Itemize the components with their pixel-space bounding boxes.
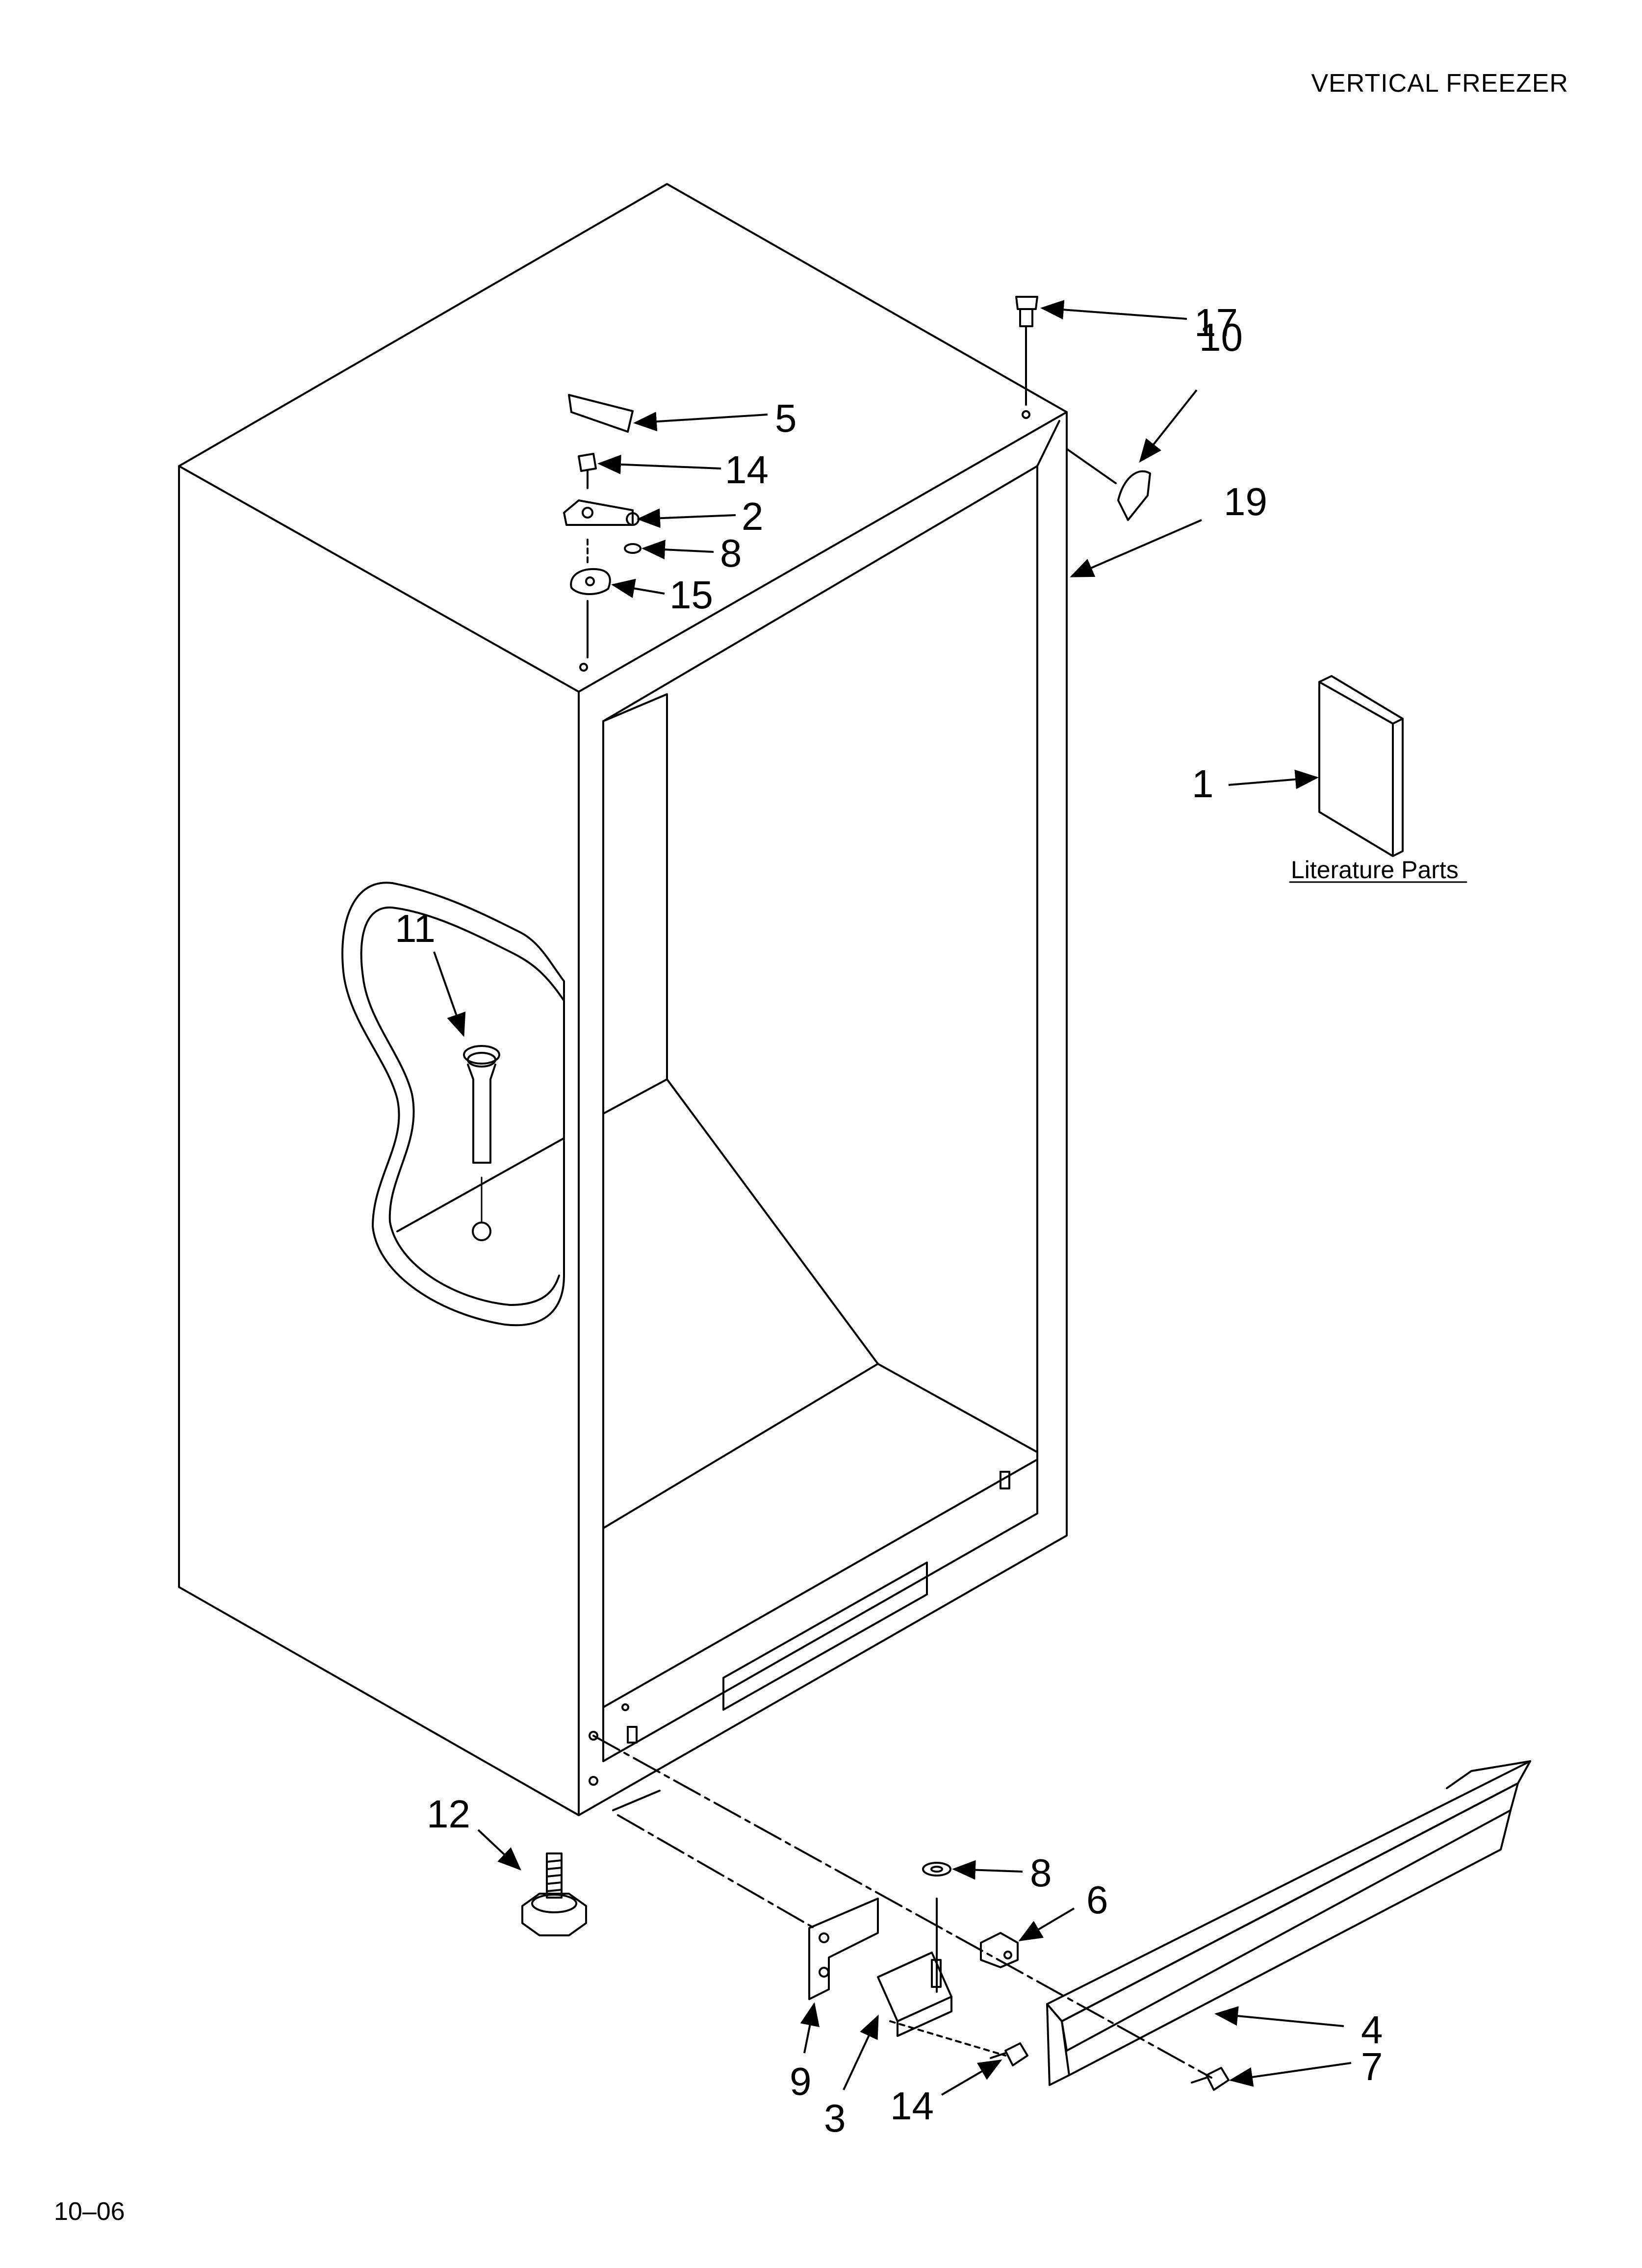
callout-10: 10 <box>1199 315 1243 359</box>
callout-labels: 17 10 5 14 2 8 15 19 1 11 12 8 6 4 7 9 3… <box>395 301 1459 2140</box>
cabinet-top-panel <box>178 183 1068 693</box>
leader-14b <box>941 2059 1002 2096</box>
callout-14: 14 <box>725 448 769 492</box>
diagram-title: VERTICAL FREEZER <box>1311 69 1568 98</box>
leader-19 <box>1070 519 1202 577</box>
hinge-washer <box>624 543 641 554</box>
callout-15: 15 <box>669 573 713 617</box>
leader-9 <box>800 2002 820 2054</box>
callout-9: 9 <box>790 2059 812 2103</box>
leader-15 <box>611 578 665 599</box>
leader-5 <box>633 412 768 432</box>
leader-8b <box>952 1860 1023 1880</box>
door-stop <box>980 1932 1019 1968</box>
toe-grille <box>1046 1760 1531 2022</box>
callout-7: 7 <box>1361 2045 1383 2088</box>
callout-19: 19 <box>1224 480 1267 523</box>
bottom-hinge-screw <box>1004 2042 1028 2066</box>
callout-2: 2 <box>742 495 764 538</box>
callout-4: 4 <box>1361 2008 1383 2052</box>
cabinet-side-panel <box>178 465 580 1816</box>
hinge-shim <box>570 568 611 595</box>
bottom-washer <box>922 1862 951 1877</box>
page-code: 10–06 <box>54 2197 125 2226</box>
callout-8b: 8 <box>1030 1851 1052 1895</box>
leader-3 <box>843 2014 879 2090</box>
callout-12: 12 <box>427 1792 470 1836</box>
leader-4 <box>1214 2006 1344 2027</box>
bottom-hinge-bracket <box>808 1898 879 2000</box>
leader-11 <box>433 951 466 1037</box>
callout-1: 1 <box>1192 762 1214 806</box>
cabinet-liner <box>602 693 668 1115</box>
callout-11: 11 <box>395 907 436 950</box>
callout-6: 6 <box>1086 1878 1108 1922</box>
assembly-line <box>592 1735 1212 2079</box>
callout-14b: 14 <box>890 2084 934 2128</box>
cabinet-front-frame <box>578 411 1068 1816</box>
cabinet-inner-opening <box>602 465 1038 1762</box>
callout-17: 17 <box>1194 301 1238 344</box>
leader-6 <box>1018 1907 1075 1942</box>
literature-parts-label: Literature Parts <box>1291 856 1459 884</box>
leader-14a <box>597 454 721 474</box>
leveling-leg <box>521 1852 587 1936</box>
leader-1 <box>1228 769 1319 789</box>
leader-7 <box>1229 2062 1352 2087</box>
drain-tube <box>463 1045 500 1164</box>
callout-5: 5 <box>775 396 797 440</box>
leader-2 <box>637 508 736 528</box>
cutaway-outline <box>341 882 565 1327</box>
hinge-cover <box>568 394 634 433</box>
grille-screw <box>1206 2067 1230 2091</box>
leader-12 <box>477 1829 521 1871</box>
literature-packet <box>1318 681 1394 857</box>
leader-8a <box>641 540 714 560</box>
callout-8: 8 <box>720 531 742 575</box>
top-hinge <box>563 499 634 526</box>
callout-3: 3 <box>824 2096 846 2140</box>
hinge-pin-cover <box>1117 470 1151 521</box>
cabinet-sill <box>602 1459 1038 1708</box>
leader-17 <box>1040 300 1187 320</box>
plug-button <box>1015 296 1038 310</box>
leader-10 <box>1139 389 1198 463</box>
hinge-screw <box>578 453 597 472</box>
